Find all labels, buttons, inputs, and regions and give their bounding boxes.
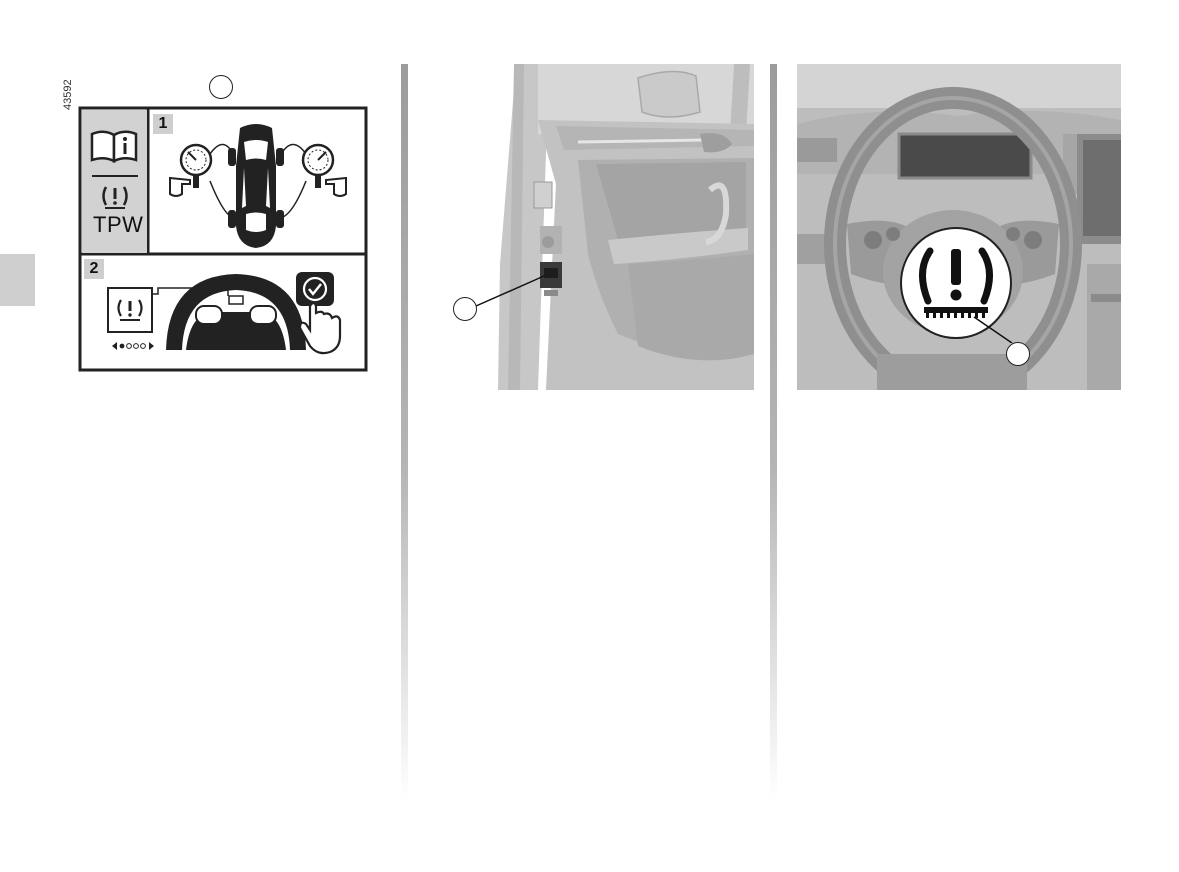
column-separator — [401, 64, 408, 800]
tyre-pressure-warning-icon — [107, 287, 153, 333]
column-separator — [770, 64, 777, 800]
panel-number-1: 1 — [153, 114, 173, 134]
tpw-label: TPW — [93, 212, 144, 237]
callout-circle — [453, 297, 477, 321]
pointing-hand-icon — [169, 176, 191, 197]
tpw-instruction-illustration — [78, 106, 368, 372]
car-top-view-icon — [228, 124, 284, 248]
callout-circle — [209, 75, 233, 99]
manual-book-info-icon — [90, 130, 138, 164]
panel-number-2: 2 — [84, 259, 104, 279]
pressure-gauge-icon — [179, 143, 213, 188]
touch-hand-icon — [298, 301, 342, 355]
tyre-pressure-warning-icon — [102, 186, 128, 209]
pointing-hand-icon — [325, 176, 347, 197]
pressure-gauge-icon — [301, 143, 335, 188]
figure-code-43592: 43592 — [62, 79, 74, 110]
check-mark-icon — [296, 272, 334, 306]
section-tab — [0, 254, 35, 306]
tyre-pressure-warning-icon — [900, 227, 1013, 343]
door-photo — [428, 64, 754, 390]
page-indicator-dots-icon — [112, 342, 154, 350]
steering-wheel-icon — [166, 274, 306, 350]
callout-circle — [1006, 342, 1030, 366]
